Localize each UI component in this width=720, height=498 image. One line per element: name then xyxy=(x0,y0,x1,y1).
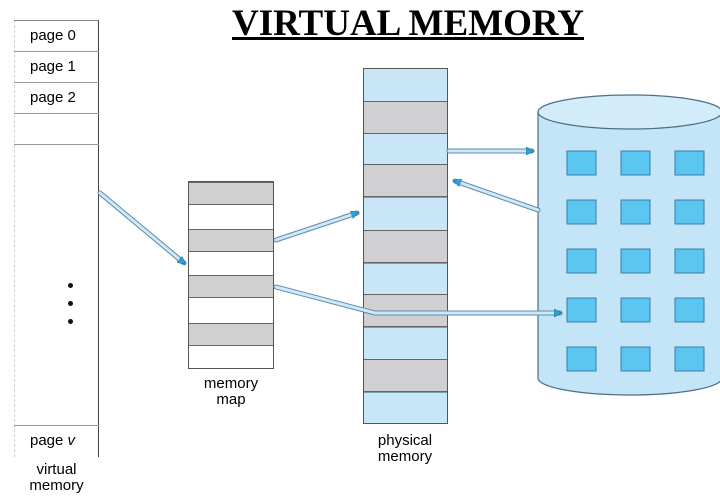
disk-blocks xyxy=(566,150,705,372)
page-v-cell: page v xyxy=(14,425,99,457)
virtual-memory-left-edge xyxy=(14,20,15,457)
page-v-variable: v xyxy=(67,432,76,449)
physical-frame-occupied xyxy=(364,164,447,197)
physical-memory xyxy=(363,68,448,424)
page-v-prefix: page xyxy=(30,432,68,449)
page-2-cell: page 2 xyxy=(14,83,99,114)
physical-frame-occupied xyxy=(364,230,447,263)
memory-map-entry xyxy=(189,275,273,298)
frame-divider xyxy=(364,263,447,264)
page-title: VIRTUAL MEMORY xyxy=(232,3,584,44)
frame-divider xyxy=(364,327,447,328)
memory-map-caption-line1: memory xyxy=(203,375,259,392)
virtual-memory-caption-line2: memory xyxy=(29,477,84,494)
virtual-memory-caption: virtual memory xyxy=(14,462,99,494)
page-3-cell xyxy=(14,114,99,145)
arrow-map-to-disk xyxy=(273,284,563,316)
virtual-memory-column: page 0 page 1 page 2 xyxy=(14,20,99,457)
memory-map-caption: memory map xyxy=(188,376,274,408)
memory-map-entry xyxy=(189,229,273,252)
page-1-cell: page 1 xyxy=(14,52,99,83)
physical-memory-caption-line1: physical xyxy=(377,432,433,449)
physical-frame-occupied xyxy=(364,359,447,392)
virtual-memory-caption-line1: virtual xyxy=(36,461,77,478)
memory-map xyxy=(188,181,274,369)
page-0-cell: page 0 xyxy=(14,21,99,52)
physical-memory-caption-line2: memory xyxy=(377,448,433,465)
memory-map-caption-line2: map xyxy=(216,391,246,408)
memory-map-entry xyxy=(189,323,273,346)
ellipsis-dots xyxy=(66,283,76,328)
frame-divider xyxy=(364,392,447,393)
physical-memory-caption: physical memory xyxy=(355,433,455,465)
memory-map-entry xyxy=(189,182,273,205)
physical-frame-occupied xyxy=(364,101,447,134)
frame-divider xyxy=(364,197,447,198)
